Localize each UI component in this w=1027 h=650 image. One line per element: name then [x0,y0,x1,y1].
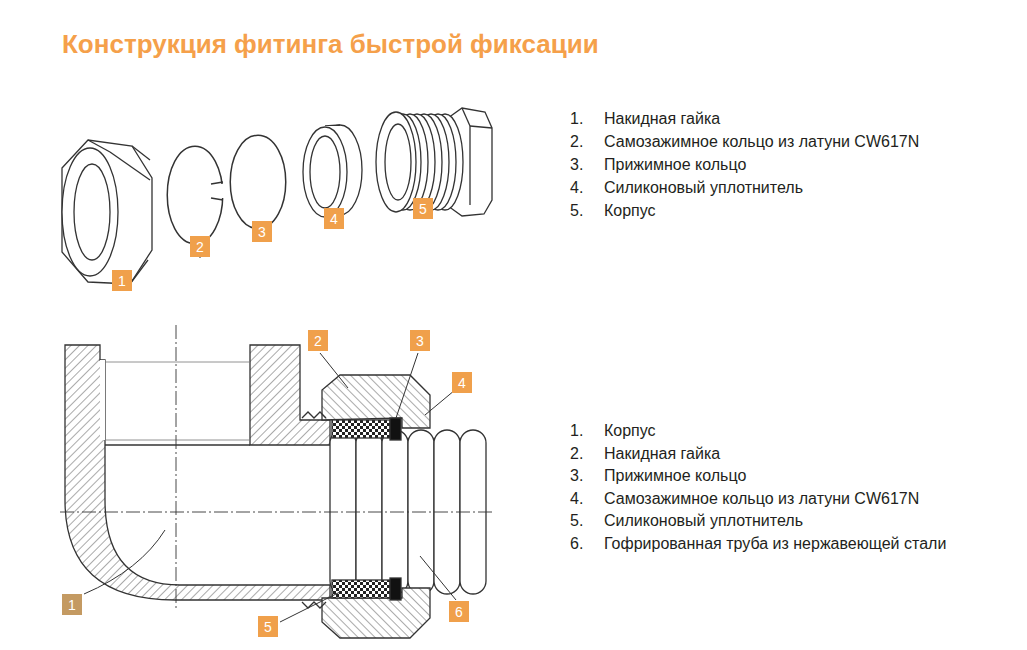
part-name: Прижимное кольцо [604,466,746,486]
list-number: 2. [570,444,583,464]
callout-number: 5 [419,201,427,217]
callout-number: 1 [68,597,76,613]
part-name: Силиконовый уплотнитель [604,178,803,198]
callout-box: 3 [410,330,430,351]
list-number: 1. [570,109,583,129]
callout-number: 6 [455,604,463,620]
callout-box: 4 [324,208,344,229]
callout-number: 2 [314,333,322,349]
list-number: 3. [570,155,583,175]
part-name: Самозажимное кольцо из латуни CW617N [604,489,919,509]
callout-number: 1 [118,273,126,289]
list-number: 6. [570,534,583,554]
callout-number: 4 [458,375,466,391]
part-name: Корпус [604,201,656,221]
list-number: 5. [570,201,583,221]
callout-box: 5 [413,198,433,219]
callout-box: 5 [258,616,278,637]
callout-number: 3 [416,333,424,349]
callout-box: 1 [112,270,132,291]
part-name: Накидная гайка [604,109,720,129]
callout-number: 5 [264,619,272,635]
callout-box: 4 [452,372,472,393]
callout-number: 4 [330,211,338,227]
callout-box: 3 [252,221,272,242]
part-name: Гофрированная труба из нержавеющей стали [604,534,946,554]
part-name: Силиконовый уплотнитель [604,511,803,531]
callout-number: 2 [196,239,204,255]
list-number: 5. [570,511,583,531]
part-name: Накидная гайка [604,444,720,464]
part-name: Самозажимное кольцо из латуни CW617N [604,132,919,152]
part-name: Прижимное кольцо [604,155,746,175]
callout-box: 2 [190,236,210,257]
list-number: 4. [570,178,583,198]
callout-box: 1 [62,594,82,615]
callout-box: 6 [449,601,469,622]
list-number: 4. [570,489,583,509]
callout-number: 3 [258,224,266,240]
part-name: Корпус [604,421,656,441]
list-number: 3. [570,466,583,486]
list-number: 1. [570,421,583,441]
list-number: 2. [570,132,583,152]
diagram-title: Конструкция фитинга быстрой фиксации [62,28,599,60]
callout-box: 2 [308,330,328,351]
